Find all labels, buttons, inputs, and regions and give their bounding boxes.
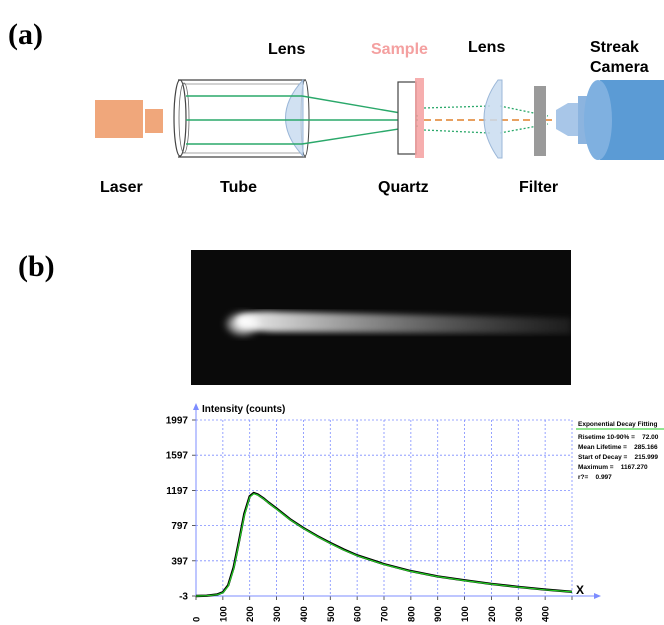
lens-2 <box>483 79 503 159</box>
label-quartz: Quartz <box>378 179 429 196</box>
x-tick-label: 400 <box>541 606 552 622</box>
x-axis-arrow <box>594 593 601 599</box>
label-filter: Filter <box>519 179 558 196</box>
sample-layer <box>415 78 424 158</box>
fit-line: r?= 0.997 <box>578 474 612 481</box>
label-sample: Sample <box>371 41 428 58</box>
y-axis-arrow <box>193 403 199 410</box>
x-tick-label: 0 <box>192 617 203 622</box>
label-lens-2: Lens <box>468 39 505 56</box>
x-tick-label: 100 <box>460 606 471 622</box>
x-tick-label: 200 <box>487 606 498 622</box>
panel-a-label: (a) <box>8 18 43 51</box>
chart-axes <box>192 403 601 600</box>
x-tick-label: 400 <box>299 606 310 622</box>
fit-line: Start of Decay = 215.999 <box>578 454 658 461</box>
laser-body <box>95 100 143 138</box>
fit-line: Maximum = 1167.270 <box>578 464 648 471</box>
fit-box-title: Exponential Decay Fitting <box>578 421 657 428</box>
fit-line: Risetime 10-90% = 72.00 <box>578 434 659 441</box>
optical-setup-diagram: Lens Sample Lens Streak Camera Laser Tub… <box>95 39 664 196</box>
y-tick-label: 1997 <box>166 416 189 427</box>
x-tick-label: 300 <box>514 606 525 622</box>
x-axis-label: X <box>576 583 584 597</box>
chart-grid <box>196 419 573 596</box>
x-tick-label: 600 <box>353 606 364 622</box>
fit-line: Mean Lifetime = 285.166 <box>578 444 658 451</box>
label-camera-line1: Streak <box>590 39 639 56</box>
x-tick-label: 100 <box>218 606 229 622</box>
y-tick-label: -3 <box>179 592 188 603</box>
intensity-chart: 1997 1597 1197 797 397 -3 0 100 200 300 400 500 600 7… <box>166 403 664 623</box>
x-tick-label: 200 <box>245 606 256 622</box>
filter <box>534 86 546 156</box>
label-laser: Laser <box>100 179 143 196</box>
y-tick-label: 397 <box>171 556 188 567</box>
fit-series-line <box>195 493 573 597</box>
label-camera-line2: Camera <box>590 59 649 76</box>
x-tick-label: 300 <box>272 606 283 622</box>
y-tick-label: 1197 <box>166 486 188 497</box>
streak-camera <box>556 80 664 160</box>
chart-tick-labels: 1997 1597 1197 797 397 -3 0 100 200 300 400 500 600 7… <box>166 416 552 623</box>
x-tick-label: 800 <box>406 606 417 622</box>
quartz-window <box>397 81 417 155</box>
chart-series <box>195 491 573 598</box>
label-lens-1: Lens <box>268 41 305 58</box>
panel-b-label: (b) <box>18 250 55 283</box>
x-tick-label: 500 <box>326 606 337 622</box>
label-tube: Tube <box>220 179 257 196</box>
tube <box>173 79 310 158</box>
laser-aperture <box>145 109 163 133</box>
x-tick-label: 900 <box>433 606 444 622</box>
y-tick-label: 797 <box>171 521 188 532</box>
lens-1 <box>285 78 304 158</box>
x-tick-label: 700 <box>380 606 391 622</box>
streak-camera-image <box>191 250 571 385</box>
y-tick-label: 1597 <box>166 451 189 462</box>
fit-results-box: Exponential Decay Fitting Risetime 10-90… <box>576 418 664 482</box>
y-axis-label: Intensity (counts) <box>202 404 285 415</box>
